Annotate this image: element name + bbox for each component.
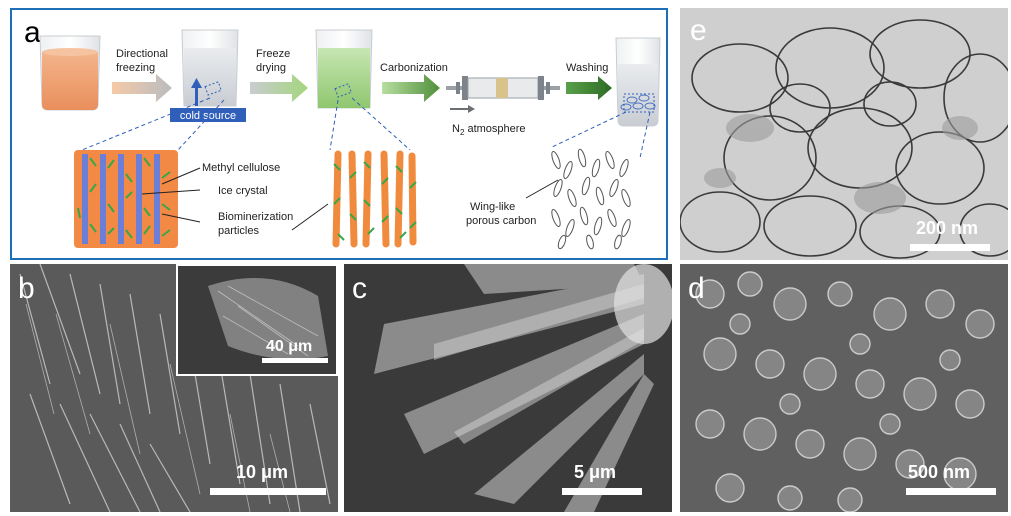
panel-b-label: b (18, 272, 35, 305)
cold-source-label: cold source (180, 110, 236, 122)
step-freeze-drying-2: drying (256, 62, 286, 74)
pointer-to-carbon (525, 179, 559, 199)
cold-source-block (170, 108, 246, 122)
panel-d-label: d (688, 272, 705, 305)
tem-texture (680, 8, 1008, 260)
product-label-2: porous carbon (466, 215, 536, 227)
legend-biomineralization-2: particles (218, 225, 259, 237)
step-freeze-drying-1: Freeze (256, 48, 290, 60)
panel-b-scale-label: 10 μm (236, 462, 289, 482)
inset-scale-label: 40 μm (266, 338, 313, 355)
frozen-structure-detail (74, 150, 178, 248)
tube-furnace (446, 76, 560, 100)
legend-biomineralization-1: Biominerization (218, 211, 293, 223)
step-directional-freezing-2: freezing (116, 62, 155, 74)
panel-d-sem-image: d 500 nm (680, 264, 1008, 512)
sem-d-texture (680, 264, 1008, 512)
panel-a-label: a (24, 16, 41, 49)
porous-carbon-detail (551, 148, 631, 250)
panel-a-schematic: a Directional freezing cold source Freez… (10, 8, 668, 260)
panel-c-sem-image: c 5 μm (344, 264, 672, 512)
step-washing: Washing (566, 62, 608, 74)
panel-a-svg: a Directional freezing cold source Freez… (24, 16, 661, 250)
arrow-carbonization (382, 74, 440, 102)
panel-c-scale-label: 5 μm (574, 462, 617, 482)
panel-b-sem-image: 40 μm b 10 μm (10, 264, 338, 512)
panel-e-tem-image: e 200 nm (680, 8, 1008, 260)
arrow-washing (566, 76, 612, 100)
panel-d-scale-label: 500 nm (908, 462, 971, 482)
step-carbonization: Carbonization (380, 62, 448, 74)
beaker-slurry (39, 35, 101, 111)
panel-c-label: c (352, 272, 367, 305)
panel-d-scale-bar (906, 488, 996, 495)
pointer-to-aerogel (291, 203, 329, 231)
arrow-directional-freezing (112, 74, 172, 102)
panel-e-scale-bar (910, 244, 990, 251)
inset-texture (178, 266, 336, 374)
sem-c-texture (344, 264, 672, 512)
aerogel-structure-detail (330, 150, 417, 248)
panel-e-scale-label: 200 nm (916, 218, 979, 238)
step-directional-freezing-1: Directional (116, 48, 168, 60)
beaker-washing (615, 37, 661, 127)
inset-scale-bar (262, 358, 328, 363)
panel-c-scale-bar (562, 488, 642, 495)
legend-methyl-cellulose: Methyl cellulose (202, 162, 280, 174)
panel-e-label: e (690, 14, 707, 47)
legend-pointers (141, 167, 201, 223)
panel-b-scale-bar (210, 488, 326, 495)
legend-ice-crystal: Ice crystal (218, 185, 268, 197)
n2-atmosphere-label: N2 atmosphere (452, 123, 526, 137)
arrow-freeze-drying (250, 74, 308, 102)
panel-b-inset: 40 μm (176, 264, 338, 376)
beaker-freezing (181, 29, 239, 107)
gas-flow-arrow (450, 105, 475, 113)
beaker-aerogel (315, 29, 373, 109)
zoom-lines (81, 97, 651, 159)
product-label-1: Wing-like (470, 201, 515, 213)
